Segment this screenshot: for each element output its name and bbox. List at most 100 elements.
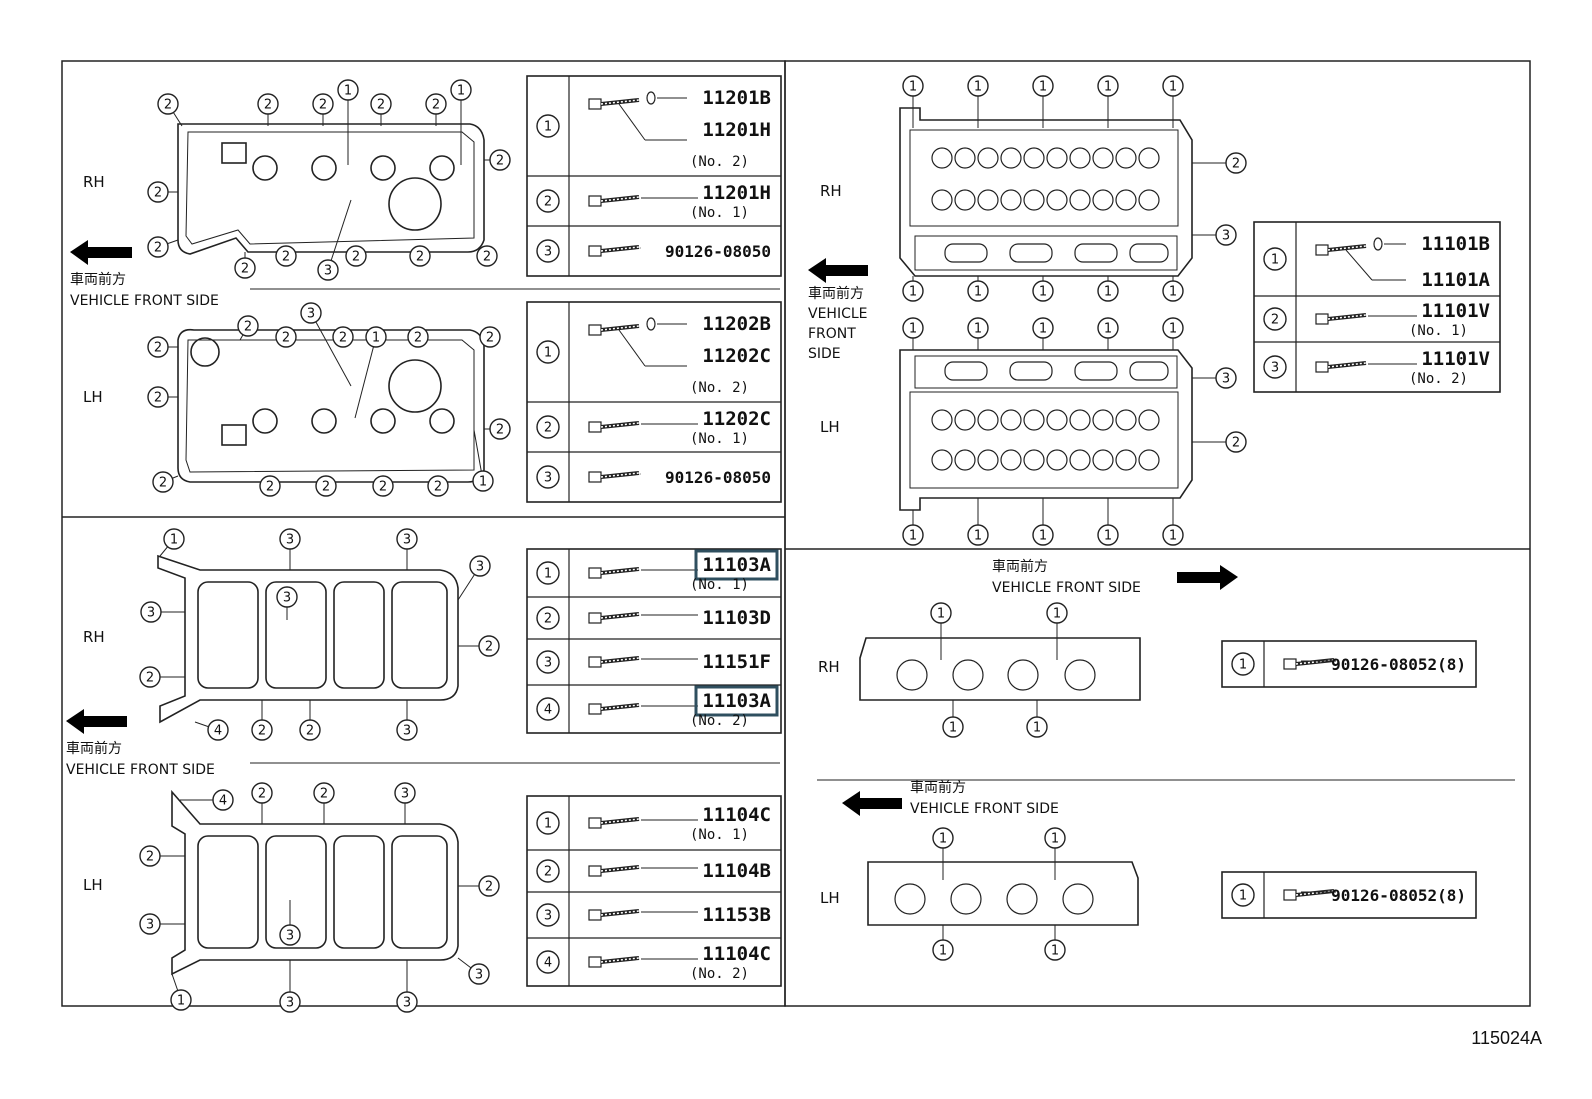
- callout-circle-icon: 3: [139, 913, 185, 935]
- svg-text:1: 1: [949, 721, 957, 736]
- part-number: 11103A: [702, 554, 771, 576]
- callout-circle-icon: 2: [259, 475, 281, 497]
- svg-text:1: 1: [939, 944, 947, 959]
- part-number: 11201H: [702, 119, 771, 141]
- svg-text:3: 3: [286, 929, 294, 944]
- callout-circle-icon: 1: [1097, 75, 1119, 128]
- bolt-icon: [1315, 244, 1367, 256]
- bolt-icon: [588, 567, 640, 579]
- callout-circle-icon: 2: [139, 845, 185, 867]
- part-highlight: [694, 549, 779, 581]
- svg-text:2: 2: [154, 391, 162, 406]
- callout-circle-icon: 3: [1192, 224, 1237, 246]
- callout-circle-icon: 3: [279, 900, 301, 946]
- svg-text:3: 3: [1222, 372, 1230, 387]
- svg-text:2: 2: [154, 341, 162, 356]
- svg-text:3: 3: [401, 787, 409, 802]
- callout-circle-icon: 2: [147, 236, 179, 258]
- svg-text:2: 2: [496, 154, 504, 169]
- callout-circle-icon: 1: [1097, 317, 1119, 350]
- callout-circle-icon: 3: [457, 957, 490, 985]
- callout-circle-icon: 1: [1162, 317, 1184, 350]
- svg-text:2: 2: [352, 250, 360, 265]
- front-label-en: VEHICLE FRONT SIDE: [910, 801, 1059, 817]
- callout-circle-icon: 1: [1026, 700, 1048, 738]
- svg-text:1: 1: [1169, 285, 1177, 300]
- svg-text:1: 1: [344, 84, 352, 99]
- callout-circle-icon: 3: [1192, 367, 1237, 389]
- callout-circle-icon: 1: [1032, 498, 1054, 546]
- callout-circle-icon: 1: [1044, 827, 1066, 880]
- callout-circle-icon: 3: [317, 199, 352, 281]
- svg-text:2: 2: [164, 98, 172, 113]
- oil-pan-rh: [157, 554, 459, 724]
- svg-text:1: 1: [1104, 80, 1112, 95]
- callout-circle-icon: 2: [409, 245, 431, 267]
- callout-circle-icon: 3: [1263, 355, 1287, 379]
- svg-text:2: 2: [1232, 436, 1240, 451]
- svg-text:2: 2: [241, 262, 249, 277]
- svg-text:2: 2: [322, 480, 330, 495]
- svg-text:2: 2: [379, 480, 387, 495]
- svg-text:3: 3: [403, 996, 411, 1011]
- callout-circle-icon: 2: [313, 782, 335, 824]
- callout-circle-icon: 2: [427, 475, 449, 497]
- component-outlines: [157, 107, 1193, 976]
- svg-text:1: 1: [974, 285, 982, 300]
- part-number: 90126-08052(8): [1331, 655, 1466, 674]
- callout-circle-icon: 2: [536, 859, 560, 883]
- svg-text:2: 2: [485, 880, 493, 895]
- row-ref: 1: [544, 120, 552, 135]
- bolt-icon: [588, 956, 640, 968]
- callout-circle-icon: 1: [932, 827, 954, 880]
- row-ref: 3: [544, 909, 552, 924]
- front-label-en: VEHICLE FRONT SIDE: [66, 762, 215, 778]
- callout-circle-icon: 1: [967, 317, 989, 350]
- callout-circle-icon: 1: [536, 811, 560, 835]
- callout-circle-icon: 3: [396, 700, 418, 741]
- row-ref: 4: [544, 703, 552, 718]
- callout-circle-icon: 2: [536, 606, 560, 630]
- lh-label: LH: [83, 388, 103, 406]
- part-number: 11104C: [702, 804, 771, 826]
- callout-circle-icon: 3: [536, 903, 560, 927]
- oil-pan-lh: [171, 789, 459, 976]
- callout-circle-icon: 3: [300, 302, 352, 387]
- left-arrow-icon: [808, 258, 868, 283]
- washer-icon: [646, 91, 656, 105]
- bolt-icon: [1315, 361, 1367, 373]
- part-number: 11153B: [702, 904, 771, 926]
- callout-circle-icon: 1: [1263, 247, 1287, 271]
- callout-circle-icon: 1: [1162, 498, 1184, 546]
- callout-circle-icon: 1: [942, 700, 964, 738]
- svg-text:2: 2: [266, 480, 274, 495]
- row-ref: 3: [544, 245, 552, 260]
- callout-circle-icon: 2: [425, 93, 447, 126]
- callout-circle-icon: 4: [536, 697, 560, 721]
- svg-text:2: 2: [486, 331, 494, 346]
- svg-text:1: 1: [974, 529, 982, 544]
- svg-text:1: 1: [909, 529, 917, 544]
- callout-circle-icon: 3: [536, 239, 560, 263]
- part-number: 11103D: [702, 607, 771, 629]
- callout-circle-icon: 1: [1046, 602, 1068, 660]
- svg-text:2: 2: [320, 787, 328, 802]
- svg-text:2: 2: [483, 250, 491, 265]
- callout-circle-icon: 1: [1032, 75, 1054, 128]
- svg-text:2: 2: [244, 320, 252, 335]
- callout-circle-icon: 2: [484, 418, 511, 440]
- callout-circle-icon: 4: [180, 789, 234, 811]
- row-ref: 3: [1271, 361, 1279, 376]
- callout-circle-icon: 2: [275, 326, 297, 348]
- row-ref: 1: [1239, 889, 1247, 904]
